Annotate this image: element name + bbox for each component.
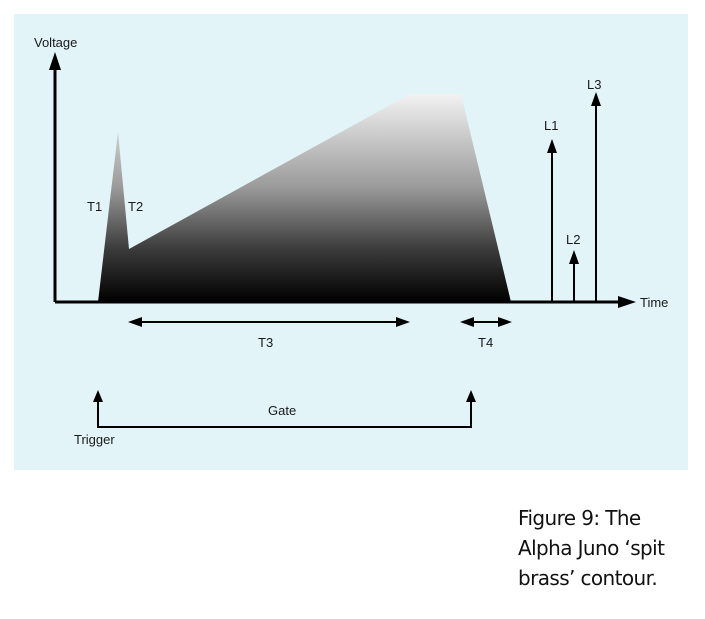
trigger-label: Trigger: [74, 432, 115, 447]
voltage-label: Voltage: [34, 35, 77, 50]
l3-label: L3: [587, 77, 601, 92]
l2-arrow-head: [569, 250, 579, 264]
gate-label: Gate: [268, 403, 296, 418]
gate-right-arrow-head: [466, 390, 476, 402]
time-axis-arrow: [618, 296, 636, 308]
envelope-contour: [98, 94, 511, 302]
l2-label: L2: [566, 232, 580, 247]
t3-arrow-right-head: [396, 317, 410, 327]
gate-left-arrow-head: [93, 390, 103, 402]
l1-arrow-head: [547, 139, 557, 153]
caption-line: Figure 9: The: [518, 506, 641, 530]
time-label: Time: [640, 295, 668, 310]
t4-label: T4: [478, 335, 493, 350]
l1-label: L1: [544, 118, 558, 133]
t4-arrow-right-head: [498, 317, 512, 327]
l3-arrow-head: [591, 92, 601, 106]
t3-label: T3: [258, 335, 273, 350]
voltage-axis-arrow: [49, 52, 61, 70]
t2-label: T2: [128, 199, 143, 214]
caption-line: brass’ contour.: [518, 566, 658, 590]
caption-line: Alpha Juno ‘spit: [518, 536, 665, 560]
figure-caption: Figure 9: The Alpha Juno ‘spit brass’ co…: [518, 503, 698, 593]
t3-arrow-left-head: [128, 317, 142, 327]
envelope-diagram: Voltage Time T1 T2 T3 T4 L1 L2 L3 Gate T…: [14, 14, 688, 470]
envelope-svg: Voltage Time T1 T2 T3 T4 L1 L2 L3 Gate T…: [14, 14, 688, 470]
t4-arrow-left-head: [460, 317, 474, 327]
t1-label: T1: [87, 199, 102, 214]
